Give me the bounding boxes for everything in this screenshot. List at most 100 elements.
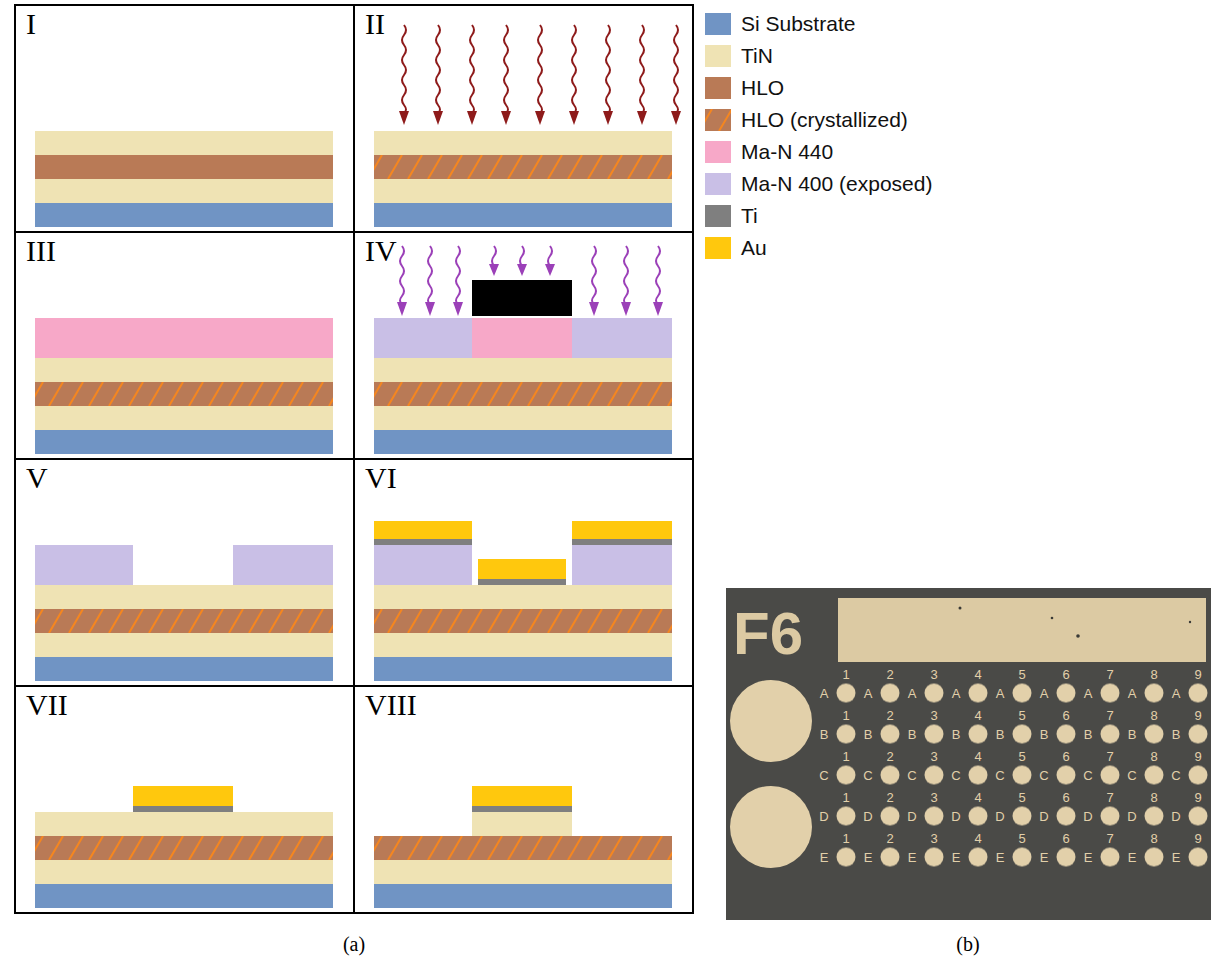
row-letter: C	[863, 769, 872, 782]
exposed-resist	[572, 545, 672, 585]
anneal-arrow	[467, 25, 477, 125]
column-number: 8	[1150, 709, 1157, 722]
speck	[1189, 621, 1191, 623]
row-letter: A	[1040, 687, 1049, 700]
legend-entry: HLO	[705, 72, 932, 104]
legend-text: Au	[741, 236, 767, 260]
row-letter: C	[1039, 769, 1048, 782]
legend-swatch	[705, 13, 731, 35]
legend-text: TiN	[741, 44, 773, 68]
speck	[959, 607, 962, 610]
sample-id: F6	[733, 604, 803, 664]
legend-entry: TiN	[705, 40, 932, 72]
exposed-resist	[572, 318, 672, 358]
layer-stack	[374, 246, 672, 454]
row-letter: A	[864, 687, 873, 700]
row-letter: C	[1171, 769, 1180, 782]
row-letter: A	[952, 687, 961, 700]
column-number: 6	[1062, 668, 1069, 681]
layer-stack	[35, 545, 333, 681]
row-letter: B	[1128, 728, 1137, 741]
uv-arrow	[653, 246, 663, 316]
column-number: 8	[1150, 832, 1157, 845]
legend-swatch	[705, 237, 731, 259]
row-letter: D	[1127, 810, 1136, 823]
row-letter: B	[1172, 728, 1181, 741]
row-letter: B	[864, 728, 873, 741]
legend-entry: Ma-N 440	[705, 136, 932, 168]
column-number: 9	[1194, 750, 1201, 763]
anneal-arrow	[399, 25, 409, 125]
exposed-resist	[374, 318, 472, 358]
step-numeral: IV	[365, 236, 397, 266]
base-stack	[374, 155, 672, 227]
column-number: 6	[1062, 791, 1069, 804]
column-number: 3	[930, 668, 937, 681]
resist-layer	[472, 318, 572, 358]
tin-layer	[374, 585, 672, 609]
legend-text: Si Substrate	[741, 12, 855, 36]
ti-layer	[572, 539, 672, 545]
uv-arrow	[517, 246, 527, 276]
column-number: 4	[974, 832, 981, 845]
layer-stack	[35, 318, 333, 454]
column-number: 4	[974, 750, 981, 763]
column-number: 3	[930, 709, 937, 722]
anneal-arrow	[569, 25, 579, 125]
layer-stack	[35, 131, 333, 227]
column-number: 5	[1018, 750, 1025, 763]
step-numeral: VI	[365, 463, 397, 493]
uv-arrow	[545, 246, 555, 276]
row-letter: D	[1171, 810, 1180, 823]
base-stack	[374, 609, 672, 681]
row-letter: A	[820, 687, 829, 700]
ti-layer	[478, 579, 566, 585]
row-letter: E	[1040, 851, 1049, 864]
large-pad	[730, 786, 812, 868]
column-number: 2	[886, 668, 893, 681]
exposed-resist	[374, 545, 472, 585]
legend-swatch	[705, 205, 731, 227]
column-number: 7	[1106, 709, 1113, 722]
column-number: 7	[1106, 668, 1113, 681]
row-letter: A	[1128, 687, 1137, 700]
legend-entry: Ti	[705, 200, 932, 232]
tin-layer	[374, 131, 672, 155]
column-number: 2	[886, 750, 893, 763]
legend-text: HLO	[741, 76, 784, 100]
legend-swatch	[705, 109, 731, 131]
electrode-array	[824, 673, 1211, 878]
step-panel: VII	[15, 686, 354, 913]
column-number: 4	[974, 709, 981, 722]
legend-entry: Au	[705, 232, 932, 264]
photomask	[472, 280, 572, 316]
column-number: 3	[930, 832, 937, 845]
subfigure-caption: (b)	[956, 934, 979, 954]
layer-stack	[374, 25, 681, 227]
step-panel: I	[15, 5, 354, 232]
row-letter: C	[951, 769, 960, 782]
column-number: 1	[842, 791, 849, 804]
column-number: 4	[974, 791, 981, 804]
subfigure-caption: (a)	[343, 934, 365, 954]
row-letter: E	[1172, 851, 1181, 864]
legend-text: Ma-N 400 (exposed)	[741, 172, 932, 196]
hlo-layer	[35, 155, 333, 179]
row-letter: B	[1040, 728, 1049, 741]
base-stack	[374, 836, 672, 908]
row-letter: D	[1039, 810, 1048, 823]
row-letter: E	[864, 851, 873, 864]
legend-text: Ma-N 440	[741, 140, 833, 164]
step-panel: III	[15, 232, 354, 459]
row-letter: E	[996, 851, 1005, 864]
uv-arrow	[621, 246, 631, 316]
ti-layer	[374, 539, 472, 545]
row-letter: D	[907, 810, 916, 823]
column-number: 7	[1106, 750, 1113, 763]
au-layer	[472, 786, 572, 806]
row-letter: D	[819, 810, 828, 823]
anneal-arrow	[501, 25, 511, 125]
layer-stack	[374, 786, 672, 908]
uv-arrow	[453, 246, 463, 316]
row-letter: A	[996, 687, 1005, 700]
